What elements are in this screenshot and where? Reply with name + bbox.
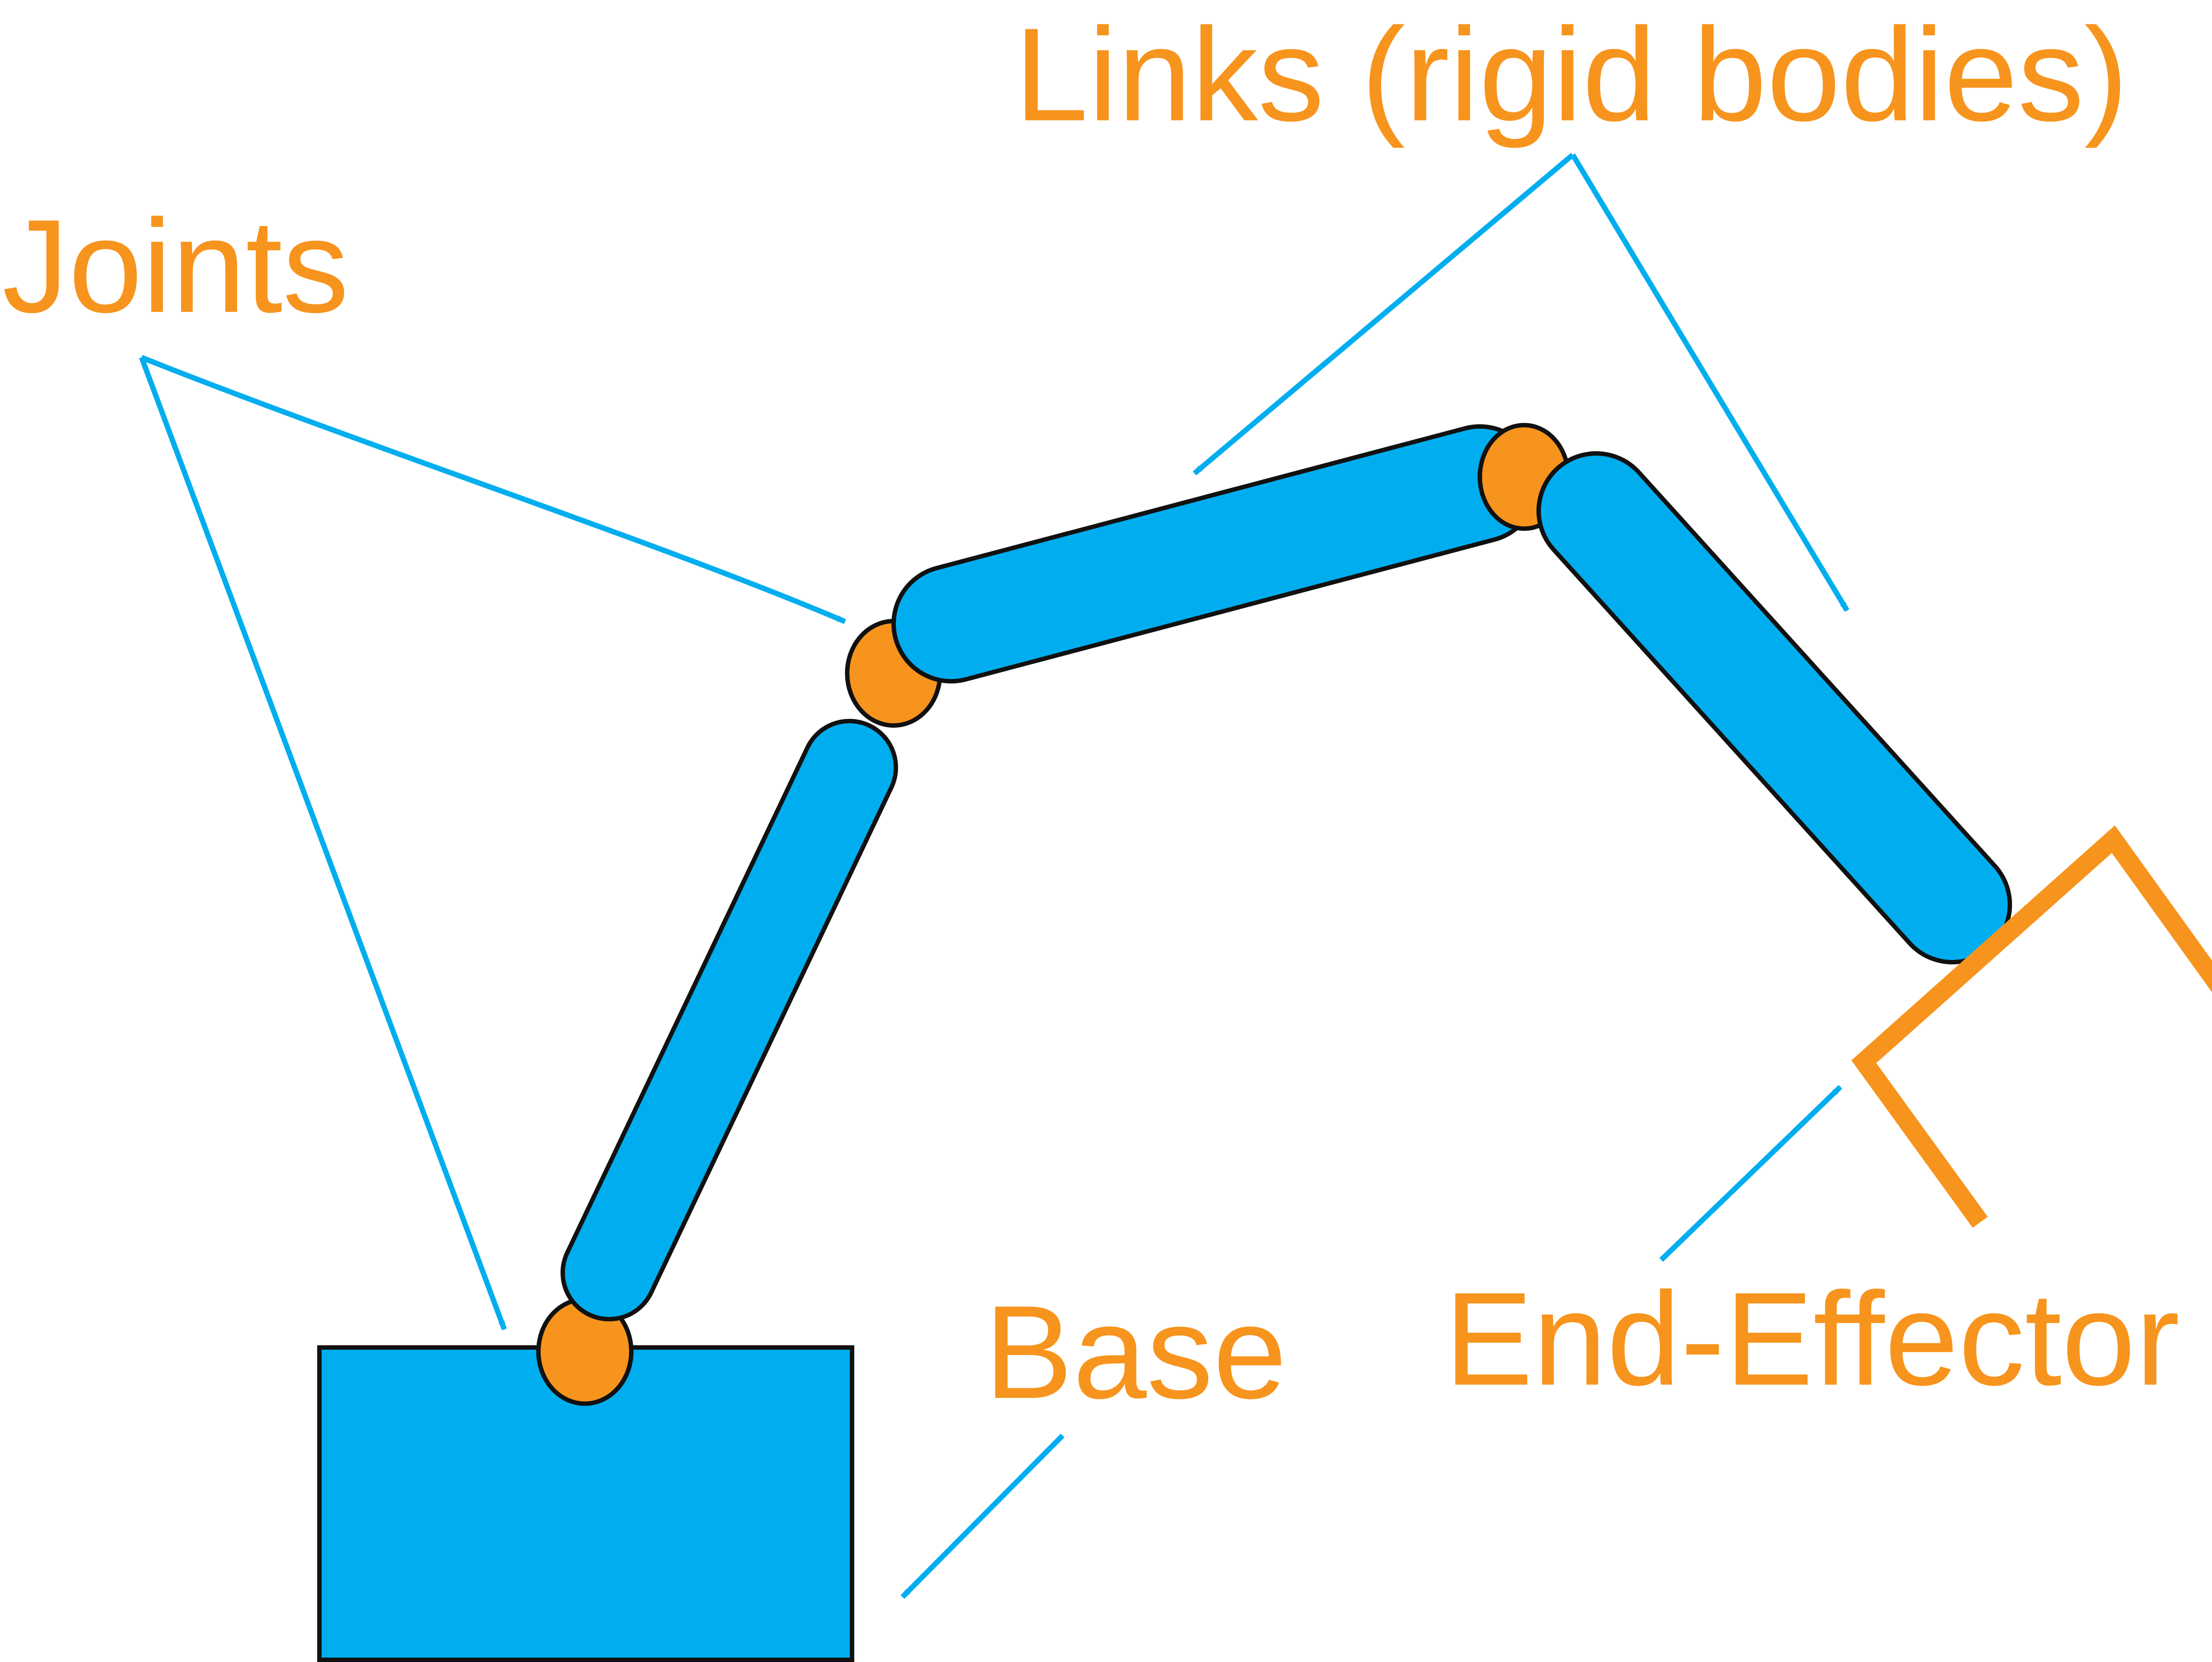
link-lower-arm: [565, 723, 894, 1317]
links-arrow-to-upper-arm: [1193, 153, 1575, 476]
joints-label: Joints: [2, 192, 349, 340]
base-label: Base: [984, 1278, 1287, 1426]
links-label: Links (rigid bodies): [1014, 0, 2128, 150]
link-upper-arm: [896, 429, 1535, 679]
base-arrow: [900, 1433, 1065, 1599]
joints-arrow-to-base: [139, 356, 507, 1331]
end-effector-gripper: [1851, 825, 2212, 1228]
joints-arrow-to-elbow: [140, 355, 846, 624]
end-effector-label: End-Effector: [1444, 1264, 2180, 1413]
end-effector-arrow: [1659, 1085, 1843, 1262]
link-forearm: [1541, 456, 2008, 960]
links-arrow-to-forearm: [1570, 153, 1850, 612]
